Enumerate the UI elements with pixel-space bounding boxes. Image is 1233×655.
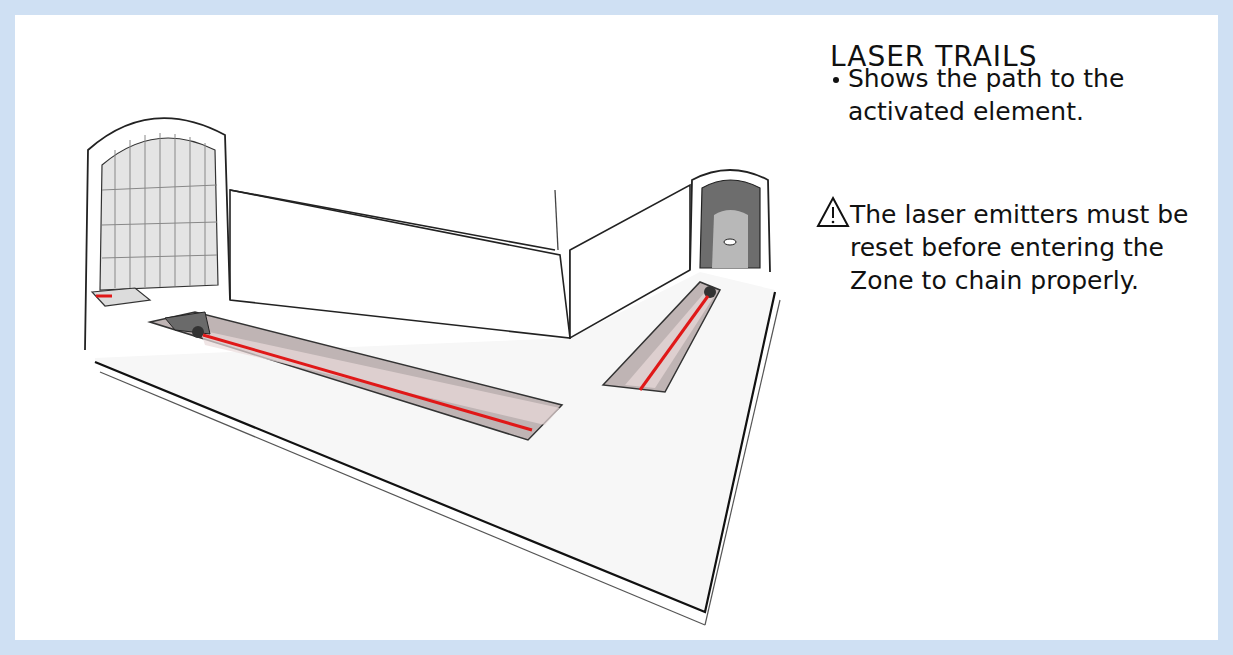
warning-triangle [818, 198, 848, 226]
warning-note: The laser emitters must be reset before … [850, 198, 1190, 297]
warning-mark [832, 221, 835, 224]
laser-emitter [192, 326, 204, 338]
laser-trench [150, 312, 562, 440]
wall-top-edge [230, 190, 555, 250]
warning-mark [832, 207, 834, 218]
gate-bars [102, 133, 217, 288]
laser-beam [96, 295, 112, 298]
bullet-note: Shows the path to the activated element. [848, 62, 1128, 128]
doorway [700, 180, 760, 268]
small-trench [92, 288, 150, 306]
laser-beam [203, 335, 532, 430]
arch-gate [100, 138, 218, 290]
doorway-inner [712, 210, 748, 268]
laser-beam [640, 296, 708, 390]
switch [724, 239, 736, 245]
floor-edge [95, 292, 775, 612]
right-arch [690, 170, 770, 272]
back-wall [230, 190, 570, 338]
floor-thickness [705, 300, 780, 625]
laser-glow [200, 330, 560, 425]
laser-trench [603, 282, 720, 392]
bullet-dot [833, 77, 839, 83]
laser-emitter [704, 286, 716, 298]
wall-pillar [555, 190, 558, 250]
floor-thickness [100, 372, 705, 625]
